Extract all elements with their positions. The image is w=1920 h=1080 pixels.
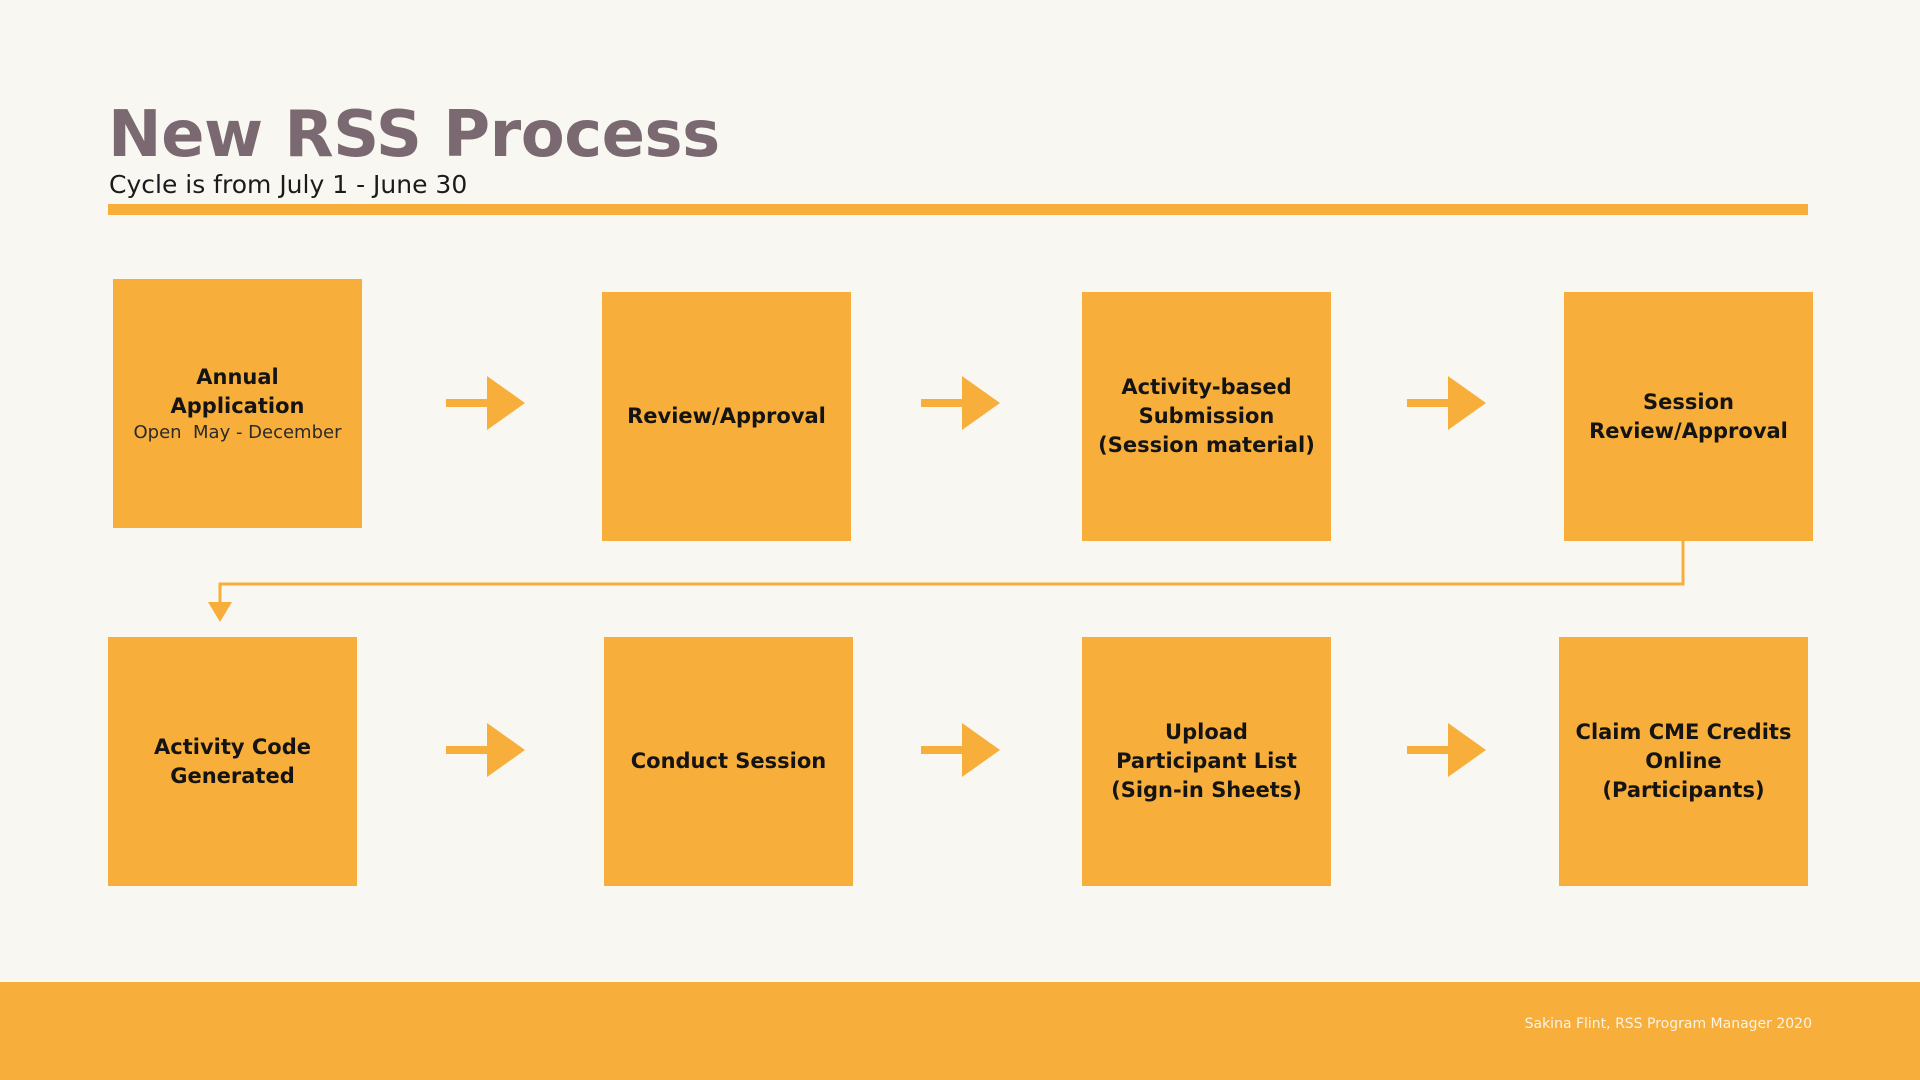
step-claim-cme-credits: Claim CME Credits Online (Participants)	[1559, 637, 1808, 886]
step-annual-application: Annual Application Open May - December	[113, 279, 362, 528]
step-label: Claim CME Credits Online (Participants)	[1575, 720, 1792, 802]
step-conduct-session: Conduct Session	[604, 637, 853, 886]
step-upload-participant-list: Upload Participant List (Sign-in Sheets)	[1082, 637, 1331, 886]
arrow-down-icon	[208, 602, 232, 622]
page-title: New RSS Process	[108, 98, 720, 172]
step-label: Activity Code Generated	[154, 734, 311, 788]
footer-band: Sakina Flint, RSS Program Manager 2020	[0, 982, 1920, 1080]
arrow-right-icon	[446, 723, 525, 777]
arrow-right-icon	[921, 723, 1000, 777]
step-activity-based-submission: Activity-based Submission (Session mater…	[1082, 292, 1331, 541]
page-subtitle: Cycle is from July 1 - June 30	[109, 170, 468, 199]
step-session-review-approval: Session Review/Approval	[1564, 292, 1813, 541]
arrow-right-icon	[1407, 723, 1486, 777]
arrow-right-icon	[1407, 376, 1486, 430]
step-label: Activity-based Submission (Session mater…	[1098, 375, 1315, 457]
step-label: Session Review/Approval	[1589, 389, 1788, 443]
step-label: Annual Application	[170, 365, 305, 418]
step-label: Conduct Session	[630, 749, 827, 774]
step-activity-code-generated: Activity Code Generated	[108, 637, 357, 886]
step-label: Upload Participant List (Sign-in Sheets)	[1111, 720, 1302, 802]
step-label: Review/Approval	[627, 404, 826, 429]
step-note: Open May - December	[133, 421, 342, 443]
footer-credit: Sakina Flint, RSS Program Manager 2020	[1524, 1016, 1812, 1032]
arrow-right-icon	[921, 376, 1000, 430]
step-review-approval: Review/Approval	[602, 292, 851, 541]
arrow-right-icon	[446, 376, 525, 430]
title-divider	[108, 204, 1808, 215]
